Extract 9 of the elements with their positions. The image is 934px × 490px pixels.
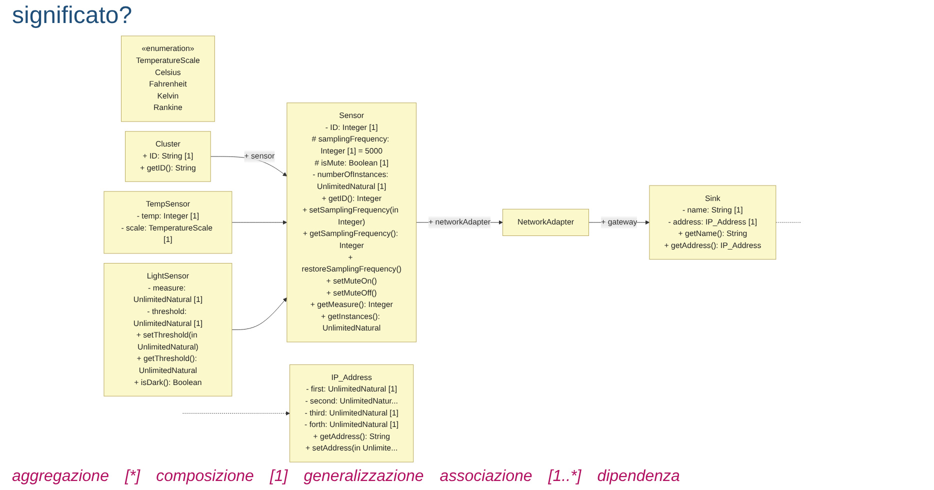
annotation-label: [*] xyxy=(124,468,140,486)
annotation-label: generalizzazione xyxy=(304,468,424,486)
annotation-label: dipendenza xyxy=(597,468,680,486)
annotation-label: [1] xyxy=(270,468,288,486)
annotation-label: [1..*] xyxy=(548,468,582,486)
annotation-label: associazione xyxy=(440,468,532,486)
annotation-label: composizione xyxy=(156,468,254,486)
annotation-label: aggregazione xyxy=(12,468,109,486)
title: significato? xyxy=(11,1,134,31)
